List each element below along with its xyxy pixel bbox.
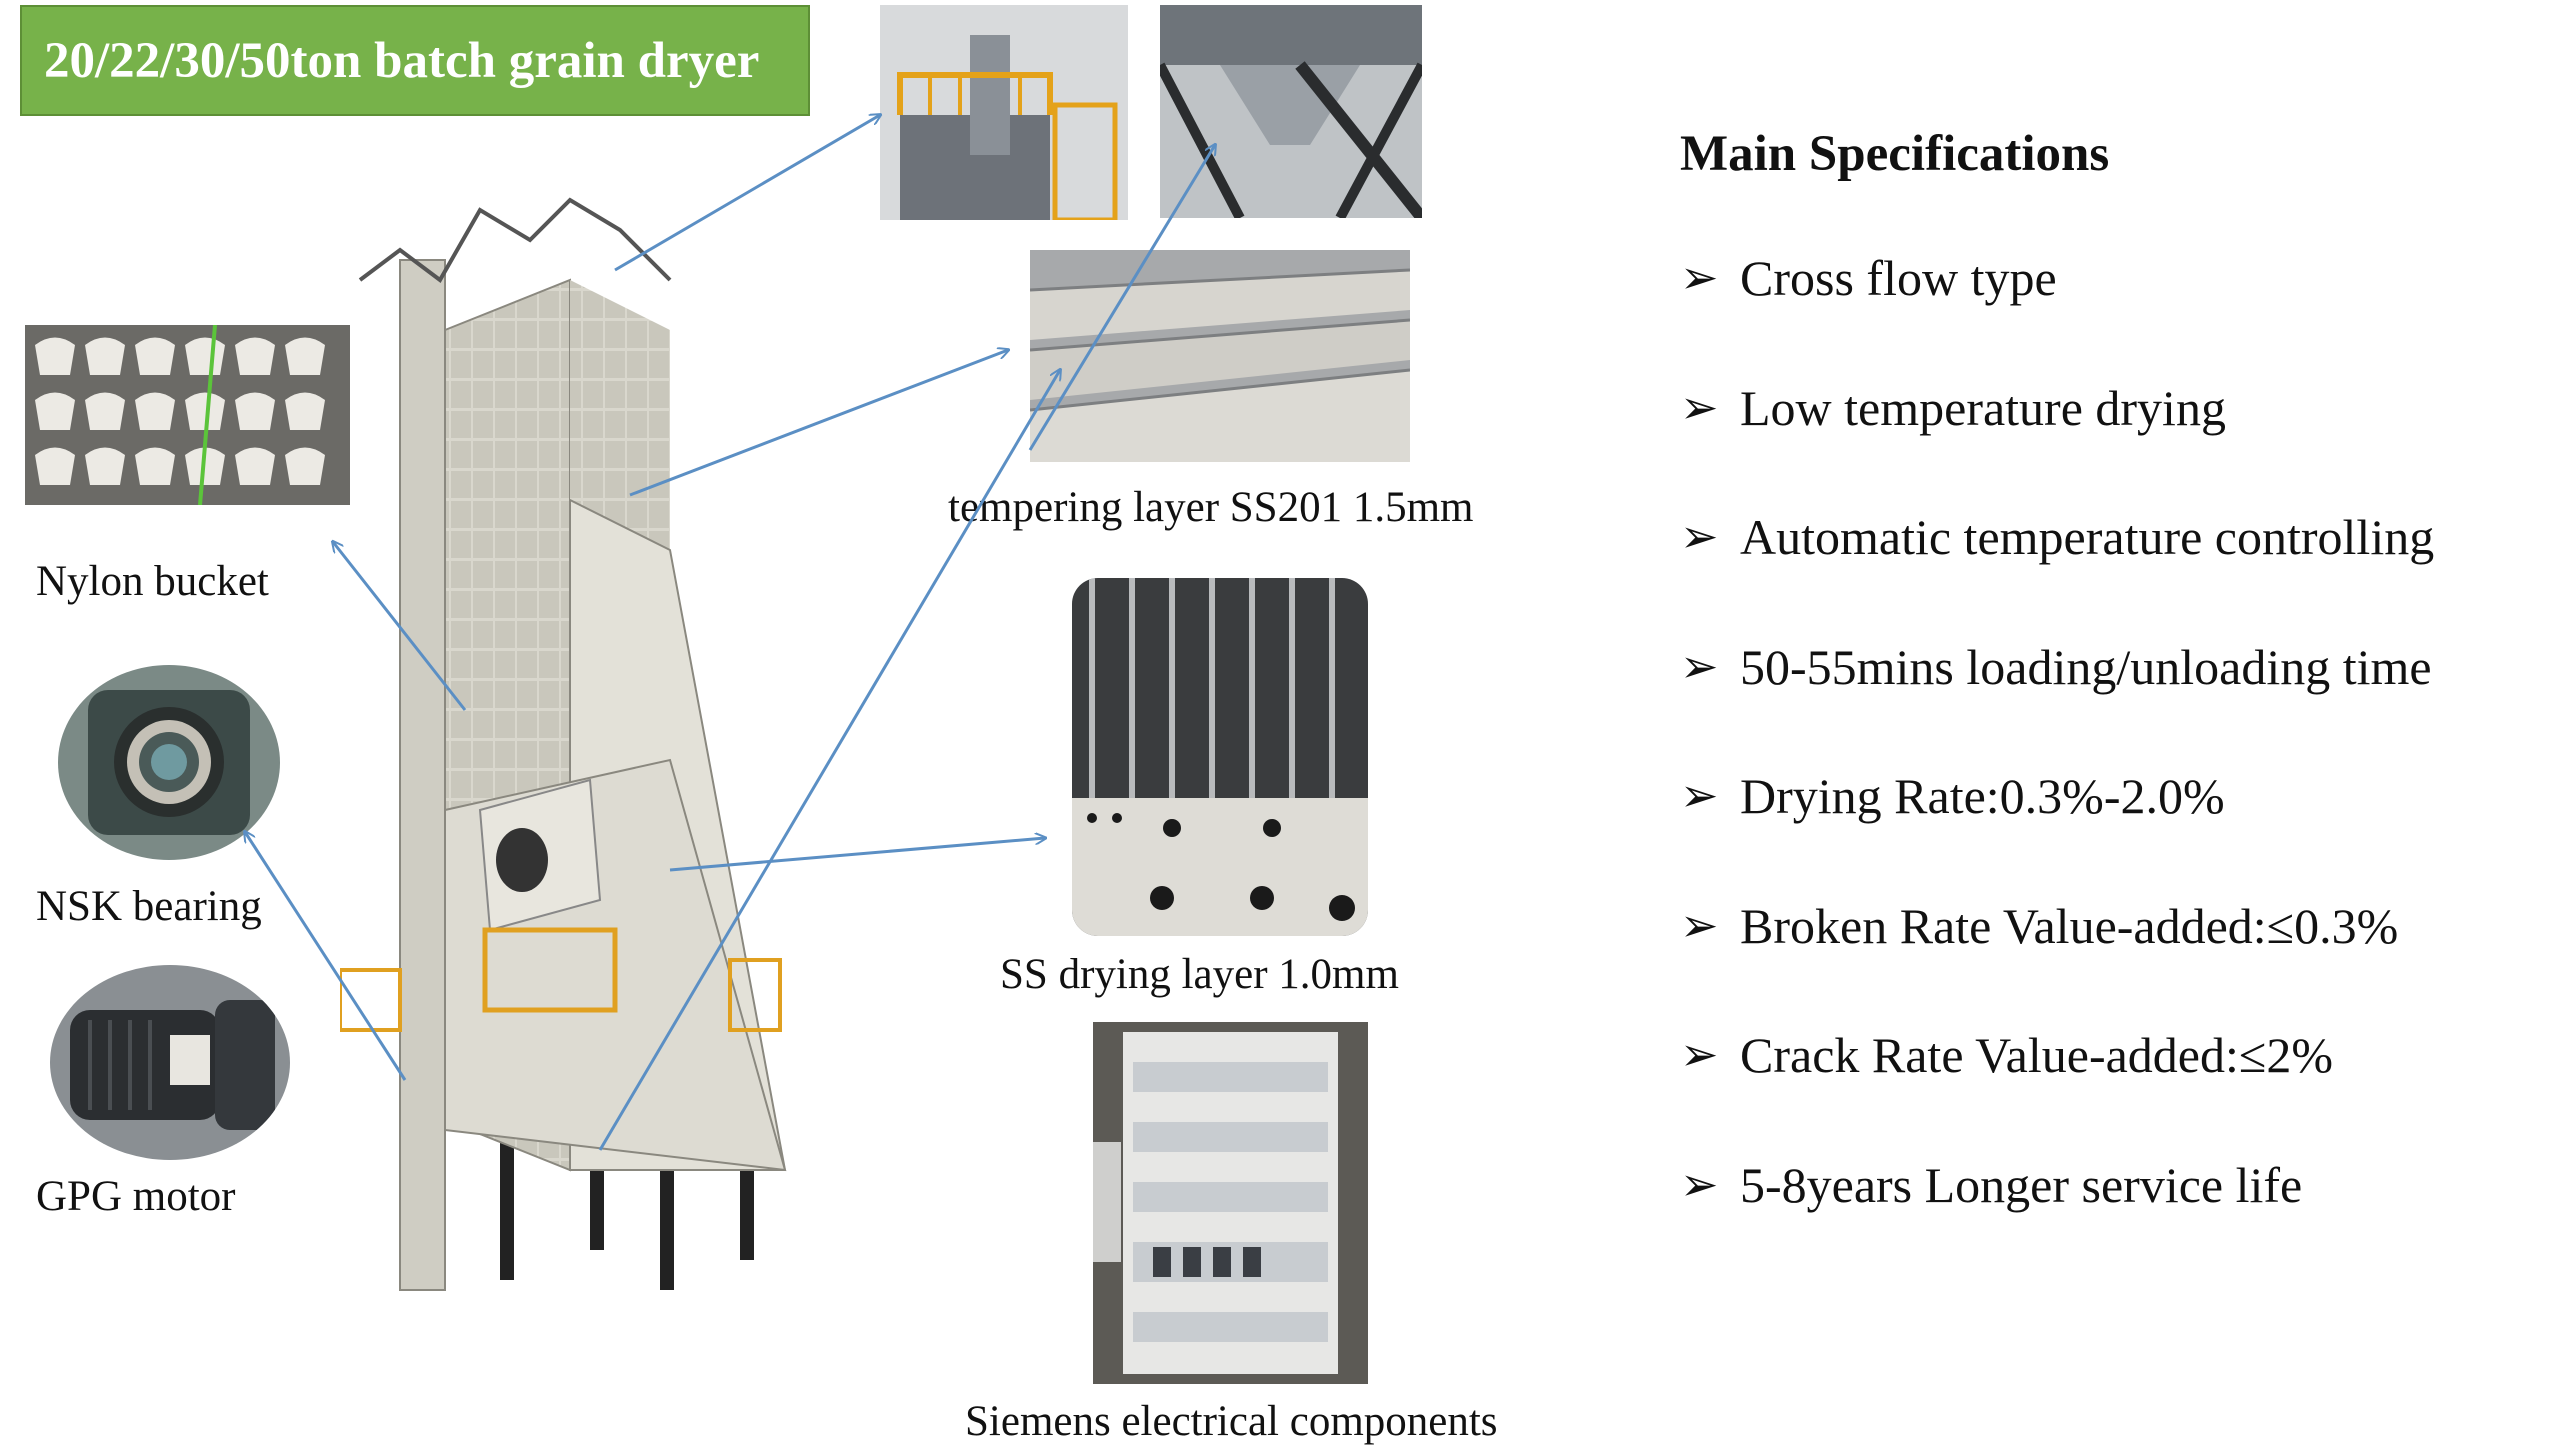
- spec-text: Drying Rate:0.3%-2.0%: [1740, 768, 2225, 824]
- hopper-frame-image: [1160, 5, 1422, 218]
- spec-text: Broken Rate Value-added:≤0.3%: [1740, 897, 2399, 954]
- spec-text: Crack Rate Value-added:≤2%: [1740, 1027, 2333, 1083]
- title-banner: 20/22/30/50ton batch grain dryer: [20, 5, 810, 116]
- spec-item: ➢ 5-8years Longer service life: [1680, 1155, 2434, 1285]
- electrical-cabinet-image: [1093, 1022, 1368, 1384]
- gpg-motor-caption: GPG motor: [36, 1173, 236, 1220]
- arrow-bullet-icon: ➢: [1680, 770, 1719, 821]
- tempering-layer-caption: tempering layer SS201 1.5mm: [948, 484, 1474, 531]
- arrow-bullet-icon: ➢: [1680, 640, 1719, 692]
- dryer-tower-image: [340, 170, 810, 1300]
- spec-item: ➢ Crack Rate Value-added:≤2%: [1680, 1025, 2434, 1155]
- spec-item: ➢ Drying Rate:0.3%-2.0%: [1680, 766, 2434, 896]
- spec-item: ➢ Broken Rate Value-added:≤0.3%: [1680, 896, 2434, 1026]
- spec-text: 5-8years Longer service life: [1740, 1156, 2303, 1213]
- nsk-bearing-image: [58, 665, 280, 860]
- arrow-bullet-icon: ➢: [1680, 899, 1719, 951]
- spec-text: 50-55mins loading/unloading time: [1740, 638, 2432, 695]
- arrow-bullet-icon: ➢: [1680, 252, 1719, 303]
- spec-text: Automatic temperature controlling: [1740, 509, 2435, 565]
- spec-list: ➢ Cross flow type ➢ Low temperature drying…: [1680, 248, 2434, 1284]
- drying-layer-caption: SS drying layer 1.0mm: [1000, 951, 1399, 998]
- arrow-bullet-icon: ➢: [1680, 511, 1719, 562]
- spec-text: Low temperature drying: [1740, 379, 2226, 436]
- spec-item: ➢ 50-55mins loading/unloading time: [1680, 637, 2434, 767]
- arrow-bullet-icon: ➢: [1680, 1029, 1719, 1080]
- spec-text: Cross flow type: [1740, 250, 2057, 306]
- spec-heading: Main Specifications: [1680, 126, 2110, 182]
- elevator-top-image: [880, 5, 1128, 220]
- arrow-bullet-icon: ➢: [1680, 1158, 1719, 1210]
- nylon-bucket-image: [25, 325, 350, 505]
- electrical-caption: Siemens electrical components: [965, 1398, 1498, 1445]
- drying-layer-image: [1072, 578, 1368, 936]
- arrow-bullet-icon: ➢: [1680, 381, 1719, 433]
- gpg-motor-image: [50, 965, 290, 1160]
- nylon-bucket-caption: Nylon bucket: [36, 558, 269, 605]
- nsk-bearing-caption: NSK bearing: [36, 883, 262, 930]
- spec-item: ➢ Low temperature drying: [1680, 378, 2434, 508]
- tempering-layer-image: [1030, 250, 1410, 462]
- spec-item: ➢ Cross flow type: [1680, 248, 2434, 378]
- spec-item: ➢ Automatic temperature controlling: [1680, 507, 2434, 637]
- page-title: 20/22/30/50ton batch grain dryer: [44, 32, 760, 89]
